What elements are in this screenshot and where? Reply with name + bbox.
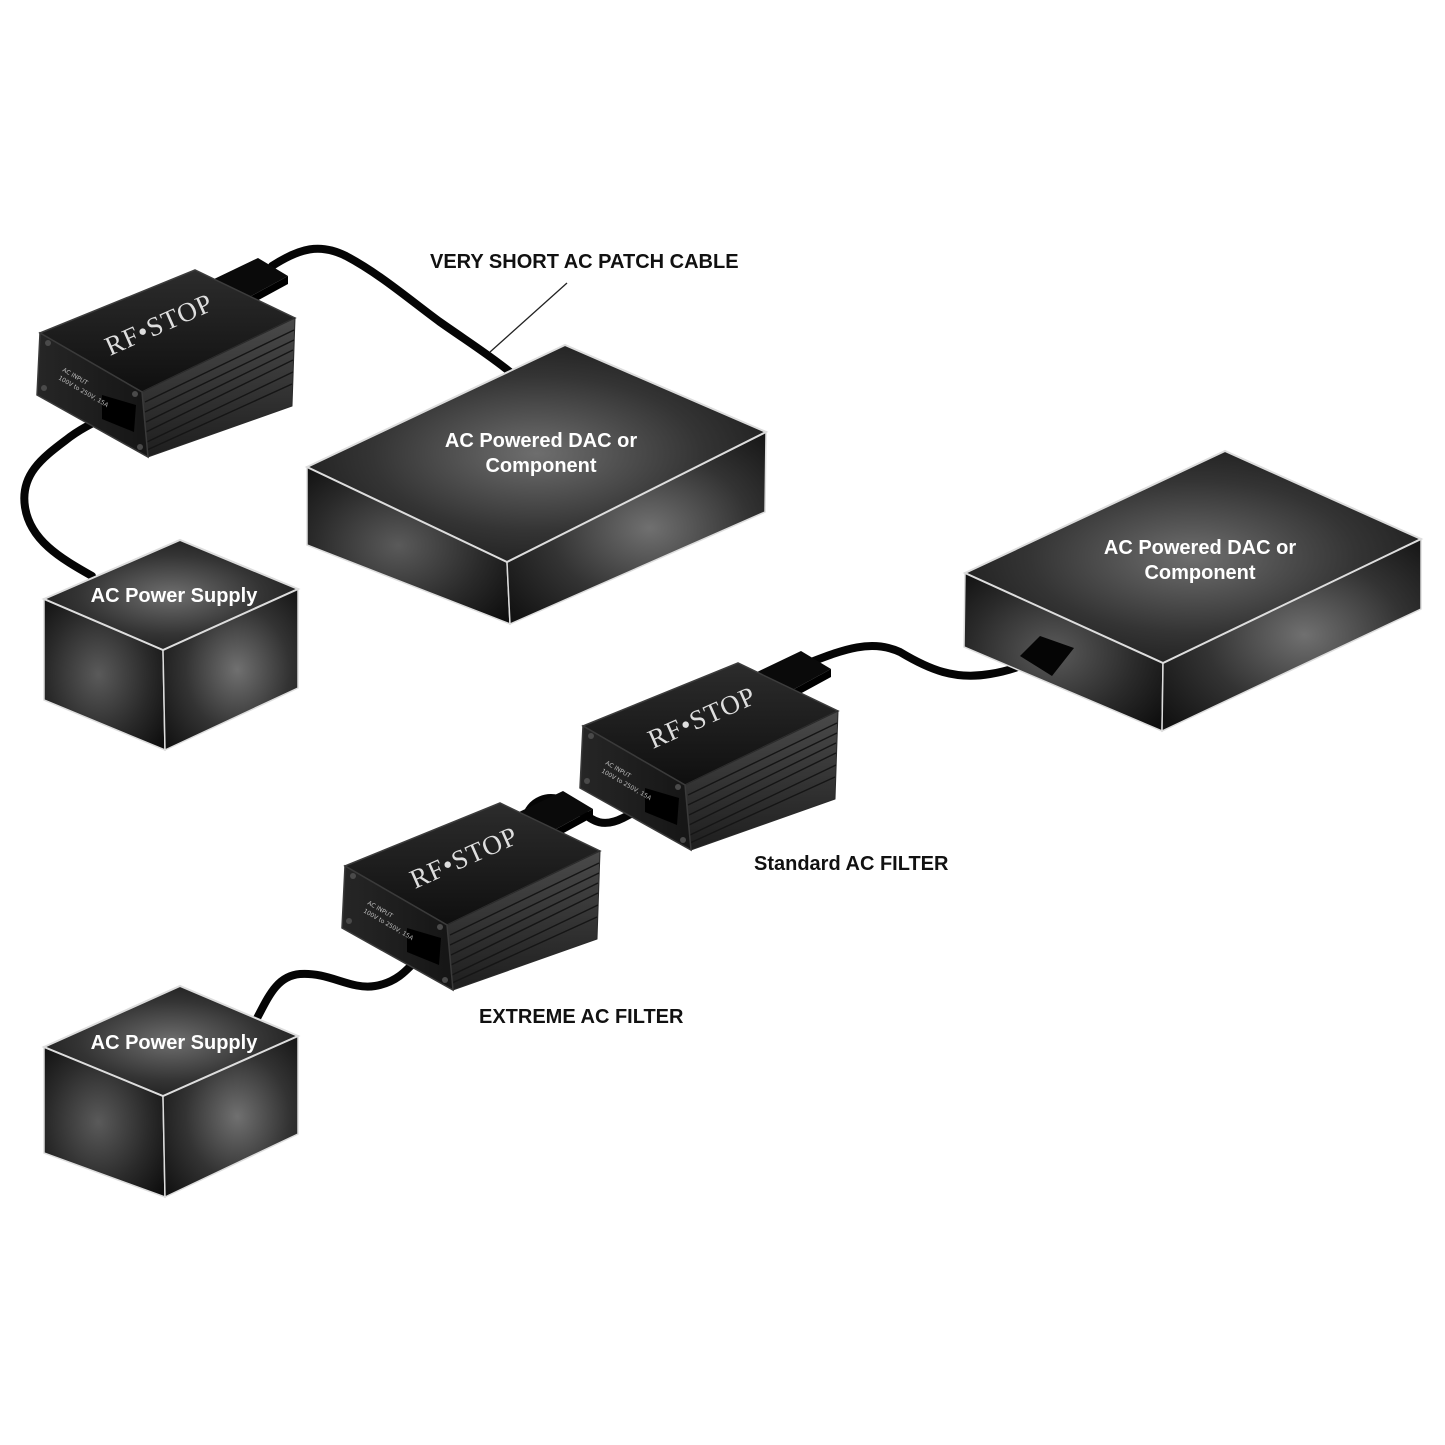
power-supply-top: AC Power Supply: [41, 538, 301, 752]
supply-bottom-label: AC Power Supply: [91, 1032, 259, 1054]
extreme-filter-caption: EXTREME AC FILTER: [479, 1006, 684, 1028]
supply-to-filter-cable: [20, 408, 119, 580]
patch-cable-leader: [489, 282, 568, 353]
patch-cable-caption: VERY SHORT AC PATCH CABLE: [430, 251, 739, 273]
dac-component-right: AC Powered DAC or Component: [962, 449, 1424, 733]
dac-component-top: AC Powered DAC or Component: [304, 343, 769, 626]
dac-right-label-line2: Component: [1144, 562, 1255, 584]
dac-top-label-line1: AC Powered DAC or: [445, 430, 637, 452]
dac-inlet-plug: [1020, 636, 1074, 676]
supply-top-label: AC Power Supply: [91, 585, 259, 607]
patch-cable: [268, 244, 514, 376]
supply-to-extreme-cable: [251, 947, 429, 1026]
dac-right-label-line1: AC Powered DAC or: [1104, 537, 1296, 559]
power-supply-bottom: AC Power Supply: [41, 984, 301, 1199]
standard-filter-caption: Standard AC FILTER: [754, 853, 949, 875]
rf-stop-filter-extreme: RF•STOP AC INPUT 100V to 250V, 15A: [341, 790, 601, 991]
dac-top-label-line2: Component: [485, 455, 596, 477]
rf-stop-filter-top: RF•STOP AC INPUT 100V to 250V, 15A: [36, 257, 296, 458]
